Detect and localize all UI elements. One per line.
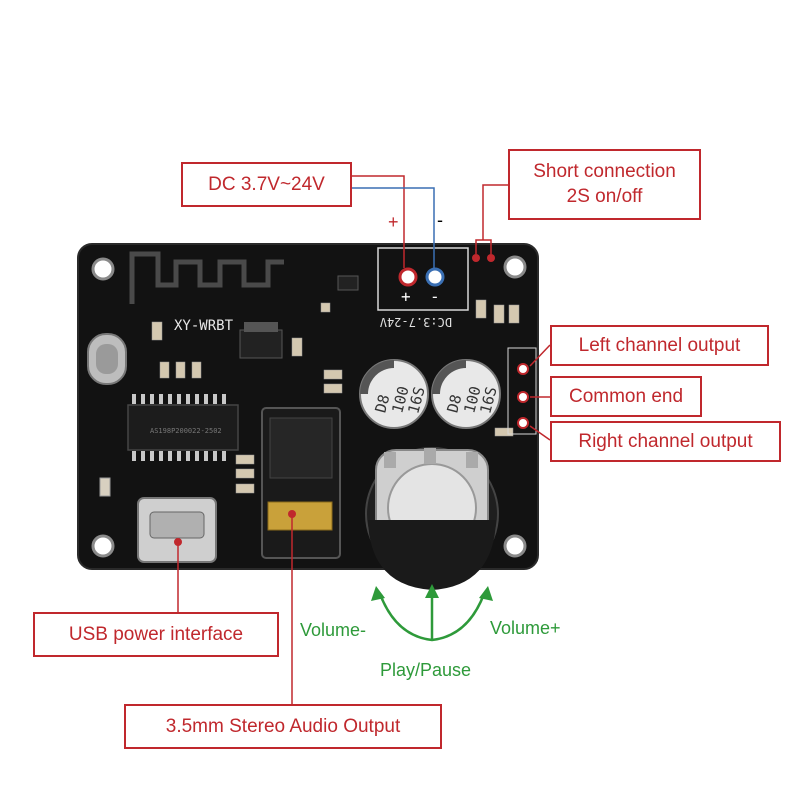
volume-minus-label: Volume- xyxy=(300,620,367,640)
dc-plus-label: + xyxy=(388,212,399,232)
smd-components xyxy=(151,299,520,494)
short-connection-line1: Short connection xyxy=(533,160,676,182)
short-pad-left xyxy=(472,254,480,262)
output-pad-area xyxy=(507,347,537,435)
volume-plus-label: Volume+ xyxy=(490,618,561,638)
chip-pins xyxy=(132,394,226,461)
audio-output-callout: 3.5mm Stereo Audio Output xyxy=(124,704,442,749)
board-minus-mark: - xyxy=(430,287,440,306)
control-arrows xyxy=(378,592,486,642)
short-connection-line2: 2S on/off xyxy=(566,185,643,207)
svg-text:D8: D8 xyxy=(443,393,465,415)
right-channel-callout: Right channel output xyxy=(550,421,781,462)
usb-power-callout: USB power interface xyxy=(33,612,279,657)
power-plus-pad xyxy=(398,267,418,287)
svg-text:D8: D8 xyxy=(371,393,393,415)
dc-plus-wire xyxy=(352,175,405,268)
audio-jack-contact xyxy=(267,501,333,531)
antenna-trace xyxy=(129,251,284,304)
voltage-regulator xyxy=(239,329,283,359)
common-end-callout: Common end xyxy=(550,376,702,417)
chip-marking: AS198P200022-2502 xyxy=(150,427,222,435)
play-pause-label: Play/Pause xyxy=(380,660,472,680)
power-terminal-outline xyxy=(377,247,469,311)
short-connection-callout: Short connection 2S on/off xyxy=(508,149,701,220)
left-channel-pad xyxy=(517,363,529,375)
dc-minus-wire xyxy=(352,187,435,268)
board-model-text: XY-WRBT xyxy=(174,318,234,334)
small-ic xyxy=(337,275,359,291)
board-power-marking: DC:3.7-24V xyxy=(380,315,452,329)
dc-power-callout: DC 3.7V~24V xyxy=(181,162,352,207)
common-end-pad xyxy=(517,391,529,403)
mounting-holes xyxy=(91,255,527,558)
short-connection-line xyxy=(482,184,508,240)
power-minus-pad xyxy=(425,267,445,287)
capacitor-right: D8 100 16S xyxy=(431,359,501,429)
short-pad-right xyxy=(487,254,495,262)
status-led xyxy=(99,477,111,497)
board-plus-mark: + xyxy=(401,287,411,306)
rotary-encoder xyxy=(365,447,499,590)
left-channel-callout: Left channel output xyxy=(550,325,769,366)
capacitor-left: D8 100 16S xyxy=(359,359,429,429)
short-connection-bracket xyxy=(475,239,492,254)
main-chip xyxy=(127,404,239,451)
right-channel-pad xyxy=(517,417,529,429)
dc-minus-label: - xyxy=(437,210,443,230)
arrow-heads xyxy=(371,584,493,601)
